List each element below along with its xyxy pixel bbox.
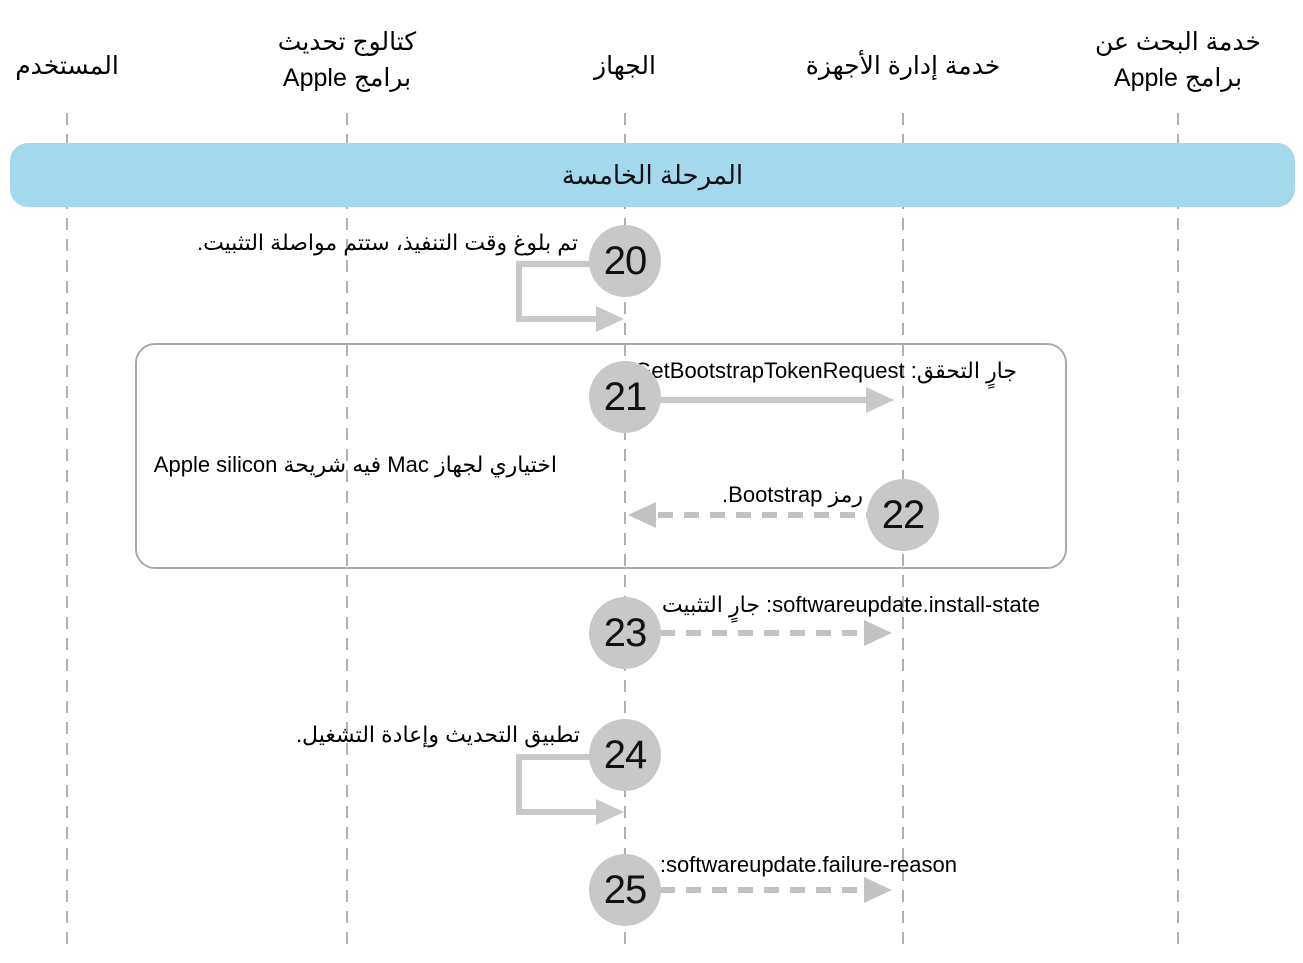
step-23-circle: 23 bbox=[589, 597, 661, 669]
phase-banner: المرحلة الخامسة bbox=[10, 143, 1295, 207]
lifeline-header-user: المستخدم bbox=[15, 48, 119, 84]
step-20-label: تم بلوغ وقت التنفيذ، ستتم مواصلة التثبيت… bbox=[196, 230, 578, 255]
step-23-label: softwareupdate.install-state: جارٍ التثب… bbox=[661, 592, 1040, 617]
step-24-label: تطبيق التحديث وإعادة التشغيل. bbox=[295, 722, 580, 747]
step-22-label: رمز Bootstrap. bbox=[722, 482, 863, 507]
step-20-circle: 20 bbox=[589, 225, 661, 297]
step-23-arrow bbox=[660, 630, 866, 636]
step-21-arrow bbox=[656, 397, 870, 403]
step-22-arrowhead-icon bbox=[628, 502, 656, 528]
step-25-label: softwareupdate.failure-reason: bbox=[659, 852, 957, 877]
lifeline-header-user-line: المستخدم bbox=[15, 52, 119, 80]
step-25-arrow bbox=[660, 887, 866, 893]
lifeline-lookup bbox=[1177, 113, 1179, 945]
lifeline-header-catalog-line1: كتالوج تحديث bbox=[277, 28, 417, 56]
lifeline-header-lookup-line2: برامج Apple bbox=[1113, 64, 1243, 92]
step-25-arrowhead-icon bbox=[864, 877, 892, 903]
lifeline-header-device-line: الجهاز bbox=[594, 52, 656, 80]
phase-banner-label: المرحلة الخامسة bbox=[561, 159, 744, 190]
step-20-arrowhead-icon bbox=[596, 306, 624, 332]
lifeline-header-lookup-line1: خدمة البحث عن bbox=[1094, 28, 1262, 56]
lifeline-header-mdm-line: خدمة إدارة الأجهزة bbox=[805, 52, 1001, 80]
lifeline-user bbox=[66, 113, 68, 945]
lifeline-header-lookup: خدمة البحث عن برامج Apple bbox=[1095, 24, 1261, 96]
step-22-circle: 22 bbox=[867, 479, 939, 551]
lifeline-header-catalog-line2: برامج Apple bbox=[282, 64, 412, 92]
step-23-arrowhead-icon bbox=[864, 620, 892, 646]
lifeline-header-device: الجهاز bbox=[594, 48, 656, 84]
optional-group-label: اختياري لجهاز Mac فيه شريحة Apple silico… bbox=[153, 452, 557, 477]
lifeline-header-catalog: كتالوج تحديث برامج Apple bbox=[278, 24, 416, 96]
step-20-self-arrow bbox=[516, 261, 604, 322]
step-24-circle: 24 bbox=[589, 719, 661, 791]
lifeline-catalog bbox=[346, 113, 348, 945]
lifeline-header-mdm: خدمة إدارة الأجهزة bbox=[806, 48, 1001, 84]
step-22-arrow bbox=[658, 512, 868, 518]
step-21-label: جارٍ التحقق: GetBootstrapTokenRequest bbox=[634, 358, 1017, 383]
step-24-arrowhead-icon bbox=[596, 799, 624, 825]
step-21-circle: 21 bbox=[589, 361, 661, 433]
step-24-self-arrow bbox=[516, 754, 604, 815]
optional-group-box bbox=[135, 343, 1067, 569]
lifeline-device bbox=[624, 113, 626, 945]
step-21-arrowhead-icon bbox=[866, 387, 894, 413]
step-25-circle: 25 bbox=[589, 854, 661, 926]
